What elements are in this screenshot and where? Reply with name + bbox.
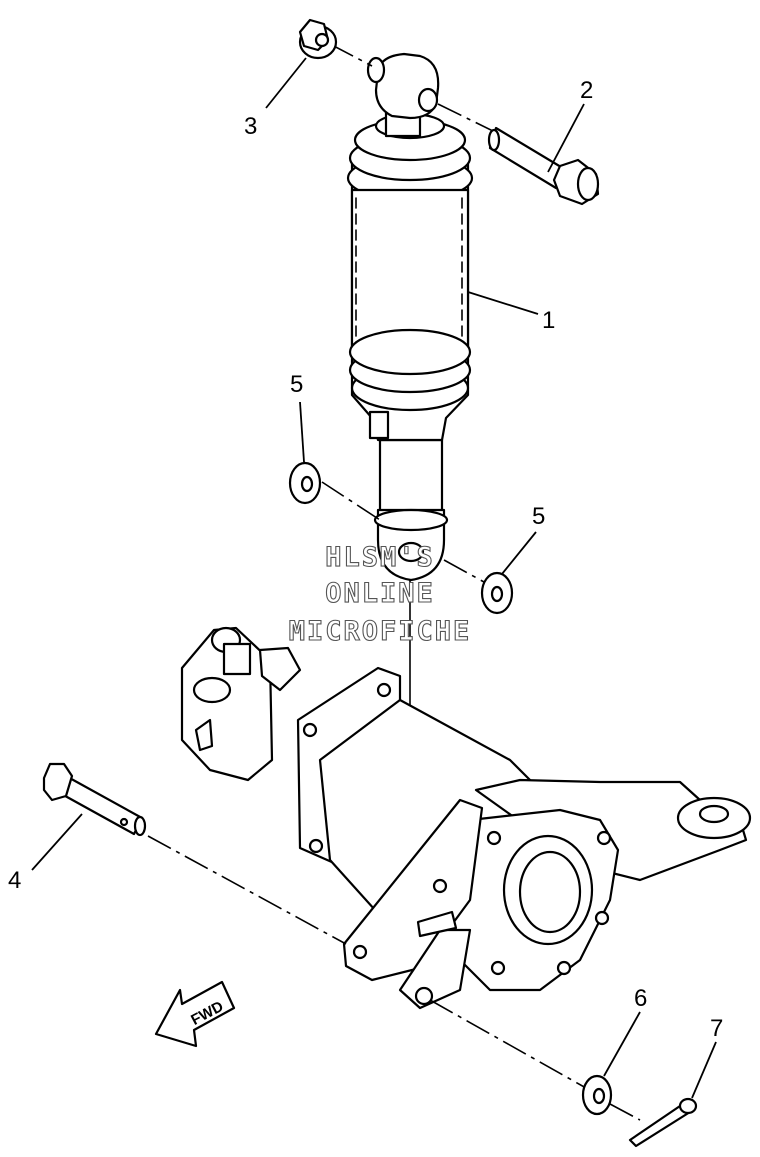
leader-3 <box>265 57 307 109</box>
long-bolt-head <box>42 762 74 802</box>
cotter-pin-eye <box>678 1097 698 1115</box>
long-bolt-part-4 <box>42 762 347 945</box>
shock-rod <box>378 438 444 522</box>
long-bolt-pin-hole <box>119 817 129 827</box>
pin-7-alignment-line <box>609 1103 641 1121</box>
hub-stud-hole-2 <box>596 830 612 846</box>
callout-2: 2 <box>580 77 593 104</box>
fwd-direction-arrow: FWD <box>154 980 236 1048</box>
hub-bore-inner <box>518 850 582 934</box>
shock-absorber-part-1 <box>346 52 474 582</box>
lower-mount-hole-2 <box>432 878 448 894</box>
cotter-pin-part-7 <box>628 1097 698 1148</box>
flange-bolt-hole-2 <box>302 722 318 738</box>
leader-7 <box>691 1041 717 1099</box>
callout-3: 3 <box>244 113 257 140</box>
watermark-line-2: ONLINE <box>325 578 435 609</box>
cotter-pin-legs <box>628 1104 692 1148</box>
axle-housing <box>180 626 752 1010</box>
upper-nut-hole <box>314 32 330 48</box>
shock-upper-bushing <box>366 56 386 84</box>
callout-6: 6 <box>634 985 647 1012</box>
washer-5a-alignment-line <box>321 481 381 521</box>
callout-5-left: 5 <box>290 371 303 398</box>
knuckle-arm-eye-hole <box>698 804 730 824</box>
upper-bolt-part-2 <box>437 103 600 206</box>
shock-valve-tab <box>368 410 390 440</box>
flange-bolt-hole-1 <box>376 682 392 698</box>
lower-mount-lug-hole <box>414 986 434 1006</box>
leader-5b <box>501 531 537 575</box>
shock-lower-eye-hole <box>397 541 425 563</box>
long-bolt-shank <box>56 774 144 836</box>
watermark-line-1: HLSM'S <box>325 542 435 573</box>
spring-coil-lower-1 <box>348 328 472 376</box>
bolt-4-alignment-line <box>147 835 347 945</box>
nut-3-alignment-line <box>329 43 373 67</box>
callout-5-right: 5 <box>532 503 545 530</box>
washer-6-hole <box>592 1087 606 1105</box>
washer-left-hole <box>300 475 314 493</box>
hub-stud-hole-5 <box>490 960 506 976</box>
lower-mount-tab <box>416 910 458 938</box>
flange-bolt-hole-3 <box>308 838 324 854</box>
washer-right-part-5 <box>443 559 514 615</box>
brake-housing-nipple <box>222 642 252 676</box>
washer-part-6 <box>429 999 641 1121</box>
brake-housing-cap <box>192 676 232 704</box>
leader-5a <box>299 401 305 463</box>
callout-1: 1 <box>542 307 555 334</box>
washer-right-hole <box>490 585 504 603</box>
hub-stud-hole-1 <box>486 830 502 846</box>
long-bolt-tip <box>133 815 147 837</box>
bolt-2-alignment-line <box>437 103 496 133</box>
hub-stud-hole-4 <box>556 960 572 976</box>
washer-left-part-5 <box>288 461 381 521</box>
leader-6 <box>603 1011 641 1077</box>
upper-bolt-tip <box>487 128 501 152</box>
washer-5b-alignment-line <box>443 559 485 583</box>
watermark: HLSM'S ONLINE MICROFICHE <box>288 541 472 647</box>
upper-bolt-head-face <box>576 166 600 202</box>
bleed-clip <box>258 646 302 692</box>
brake-housing-slot <box>194 718 214 752</box>
hub-stud-hole-3 <box>594 910 610 926</box>
callout-4: 4 <box>8 867 21 894</box>
lower-mount-lug <box>398 928 472 1010</box>
shock-reservoir <box>350 188 470 352</box>
shock-upper-eye-hole <box>417 87 439 113</box>
washer-6-alignment-line <box>429 999 587 1089</box>
lower-mount-hole-1 <box>352 944 368 960</box>
upper-nut-part-3 <box>298 18 373 67</box>
callout-7: 7 <box>710 1015 723 1042</box>
shock-lower-ring <box>373 508 449 532</box>
fwd-arrow-shape <box>154 980 236 1048</box>
watermark-line-3: MICROFICHE <box>289 616 472 647</box>
leader-1 <box>467 291 539 315</box>
leader-2 <box>547 103 585 173</box>
leader-4 <box>31 813 83 871</box>
